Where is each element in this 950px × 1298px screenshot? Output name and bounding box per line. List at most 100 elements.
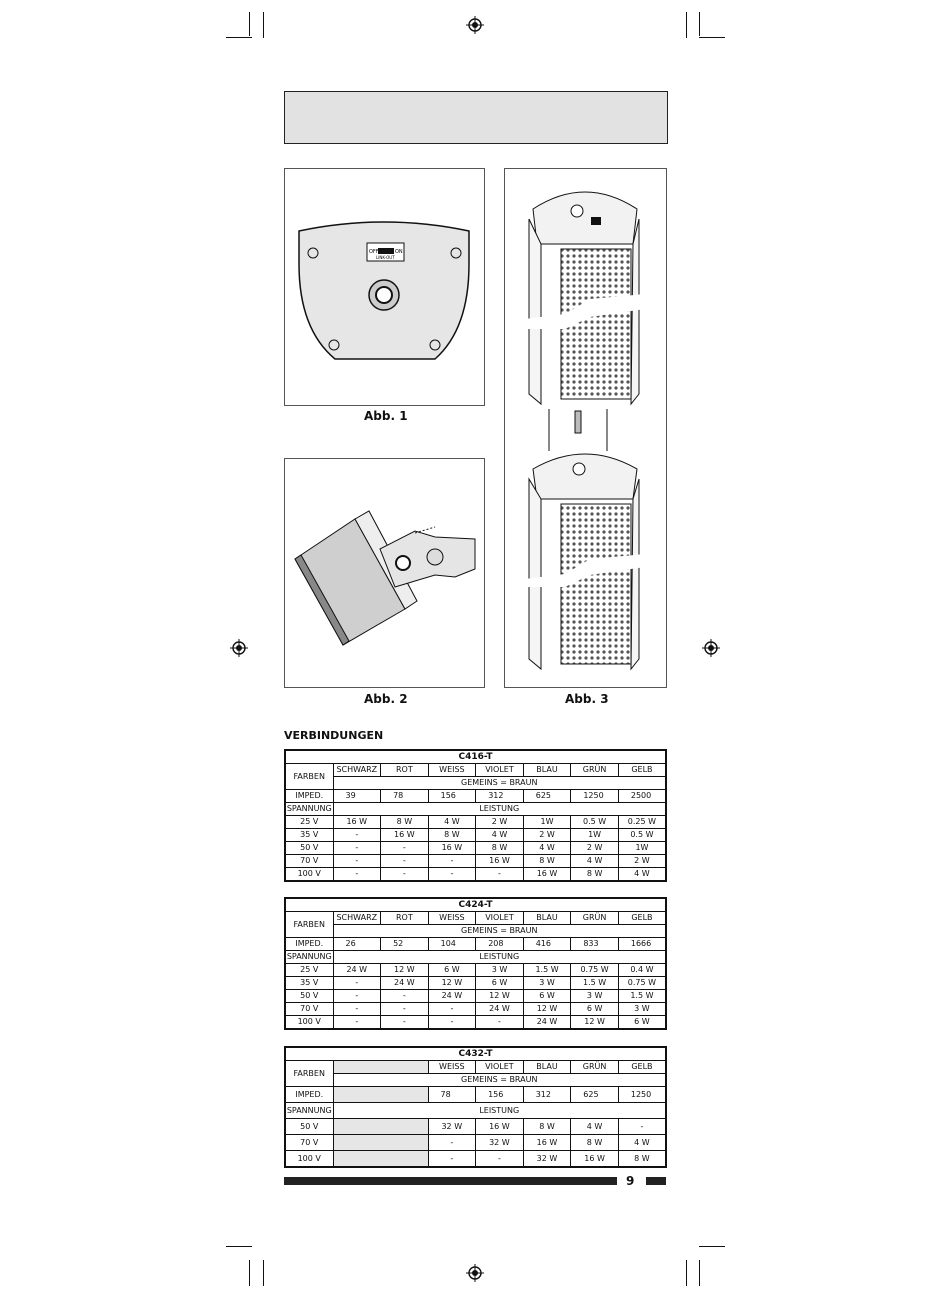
- table-row: 100 V - - - - 16 W 8 W 4 W: [284, 867, 667, 882]
- table-row: 100 V - - - - 24 W 12 W 6 W: [284, 1015, 667, 1030]
- table-row: 70 V - 32 W 16 W 8 W 4 W: [284, 1134, 667, 1151]
- unused-cell: [332, 1086, 429, 1103]
- power-cell: 8 W: [522, 854, 572, 868]
- power-cell: 3 W: [522, 976, 572, 990]
- color-cell: GELB: [617, 1060, 667, 1074]
- color-cell: VIOLET: [475, 911, 524, 925]
- imped-label: IMPED.: [284, 789, 334, 803]
- power-cell: 8 W: [570, 1134, 619, 1151]
- imped-cell: 208: [475, 937, 524, 951]
- table-row: 25 V 16 W 8 W 4 W 2 W 1W 0.5 W 0.25 W: [284, 815, 667, 829]
- figure-2-frame: [284, 458, 485, 688]
- imped-cell: 156: [427, 789, 477, 803]
- power-cell: -: [475, 1150, 524, 1168]
- color-cell: GELB: [617, 763, 667, 777]
- switch-on-text: ON: [395, 249, 403, 255]
- table-row: 100 V - - 32 W 16 W 8 W: [284, 1150, 667, 1168]
- voltage-cell: 100 V: [284, 1150, 334, 1168]
- color-cell: BLAU: [522, 911, 572, 925]
- power-cell: -: [332, 1002, 382, 1016]
- power-cell: 4 W: [617, 1134, 667, 1151]
- voltage-cell: 35 V: [284, 828, 334, 842]
- voltage-cell: 70 V: [284, 1002, 334, 1016]
- page-number: 9: [626, 1174, 635, 1188]
- figure-3-frame: [504, 168, 667, 688]
- power-cell: 12 W: [427, 976, 477, 990]
- color-cell: ROT: [380, 763, 429, 777]
- power-cell: -: [427, 1015, 477, 1030]
- power-cell: 8 W: [427, 828, 477, 842]
- power-cell: 1W: [617, 841, 667, 855]
- unused-cell: [332, 1150, 429, 1168]
- imped-cell: 26: [332, 937, 382, 951]
- switch-off-text: OFF: [369, 249, 379, 255]
- color-cell: WEISS: [427, 911, 477, 925]
- imped-cell: 1666: [617, 937, 667, 951]
- farben-label: FARBEN: [284, 1060, 334, 1087]
- imped-cell: 39: [332, 789, 382, 803]
- power-cell: -: [332, 854, 382, 868]
- color-cell: GELB: [617, 911, 667, 925]
- speaker-back-panel-illustration: OFF ON LINK-OUT: [298, 221, 470, 360]
- imped-cell: 2500: [617, 789, 667, 803]
- power-cell: -: [332, 867, 382, 882]
- gemeins-label: GEMEINS = BRAUN: [332, 924, 667, 938]
- figure-1-frame: OFF ON LINK-OUT: [284, 168, 485, 406]
- power-cell: 3 W: [570, 989, 619, 1003]
- power-cell: -: [380, 867, 429, 882]
- power-cell: 2 W: [617, 854, 667, 868]
- power-cell: 16 W: [475, 1118, 524, 1135]
- imped-cell: 833: [570, 937, 619, 951]
- color-cell: SCHWARZ: [332, 763, 382, 777]
- unused-cell: [332, 1060, 429, 1074]
- imped-cell: 156: [475, 1086, 524, 1103]
- color-cell: SCHWARZ: [332, 911, 382, 925]
- figure-1-caption: Abb. 1: [364, 409, 408, 423]
- power-cell: 32 W: [427, 1118, 477, 1135]
- power-cell: 6 W: [427, 963, 477, 977]
- power-cell: -: [427, 1002, 477, 1016]
- power-cell: 12 W: [570, 1015, 619, 1030]
- voltage-cell: 50 V: [284, 1118, 334, 1135]
- power-cell: 1.5 W: [617, 989, 667, 1003]
- color-cell: WEISS: [427, 1060, 477, 1074]
- table-row: 70 V - - - 24 W 12 W 6 W 3 W: [284, 1002, 667, 1016]
- power-cell: -: [617, 1118, 667, 1135]
- leistung-label: LEISTUNG: [332, 802, 667, 816]
- table-row: 70 V - - - 16 W 8 W 4 W 2 W: [284, 854, 667, 868]
- power-cell: -: [427, 867, 477, 882]
- voltage-cell: 70 V: [284, 1134, 334, 1151]
- power-cell: 8 W: [570, 867, 619, 882]
- power-cell: 6 W: [570, 1002, 619, 1016]
- power-cell: -: [475, 867, 524, 882]
- imped-cell: 1250: [617, 1086, 667, 1103]
- voltage-cell: 25 V: [284, 815, 334, 829]
- table-row: 35 V - 24 W 12 W 6 W 3 W 1.5 W 0.75 W: [284, 976, 667, 990]
- gemeins-label: GEMEINS = BRAUN: [332, 1073, 667, 1087]
- power-cell: -: [380, 989, 429, 1003]
- power-cell: 1W: [570, 828, 619, 842]
- table-row: 50 V - - 24 W 12 W 6 W 3 W 1.5 W: [284, 989, 667, 1003]
- spannung-label: SPANNUNG: [284, 802, 334, 816]
- voltage-cell: 35 V: [284, 976, 334, 990]
- voltage-cell: 100 V: [284, 867, 334, 882]
- figure-3-caption: Abb. 3: [565, 692, 609, 706]
- power-cell: 0.5 W: [617, 828, 667, 842]
- spannung-label: SPANNUNG: [284, 1102, 334, 1119]
- power-cell: 24 W: [522, 1015, 572, 1030]
- table-model: C424-T: [284, 897, 667, 912]
- power-cell: -: [380, 854, 429, 868]
- imped-cell: 312: [475, 789, 524, 803]
- color-cell: WEISS: [427, 763, 477, 777]
- power-cell: 12 W: [475, 989, 524, 1003]
- power-cell: 32 W: [522, 1150, 572, 1168]
- power-cell: -: [427, 854, 477, 868]
- gemeins-label: GEMEINS = BRAUN: [332, 776, 667, 790]
- imped-cell: 78: [380, 789, 429, 803]
- registration-mark-top: [466, 16, 484, 34]
- spannung-label: SPANNUNG: [284, 950, 334, 964]
- color-cell: GRÜN: [570, 911, 619, 925]
- voltage-cell: 70 V: [284, 854, 334, 868]
- wall-bracket-illustration: [294, 510, 476, 646]
- power-cell: 24 W: [475, 1002, 524, 1016]
